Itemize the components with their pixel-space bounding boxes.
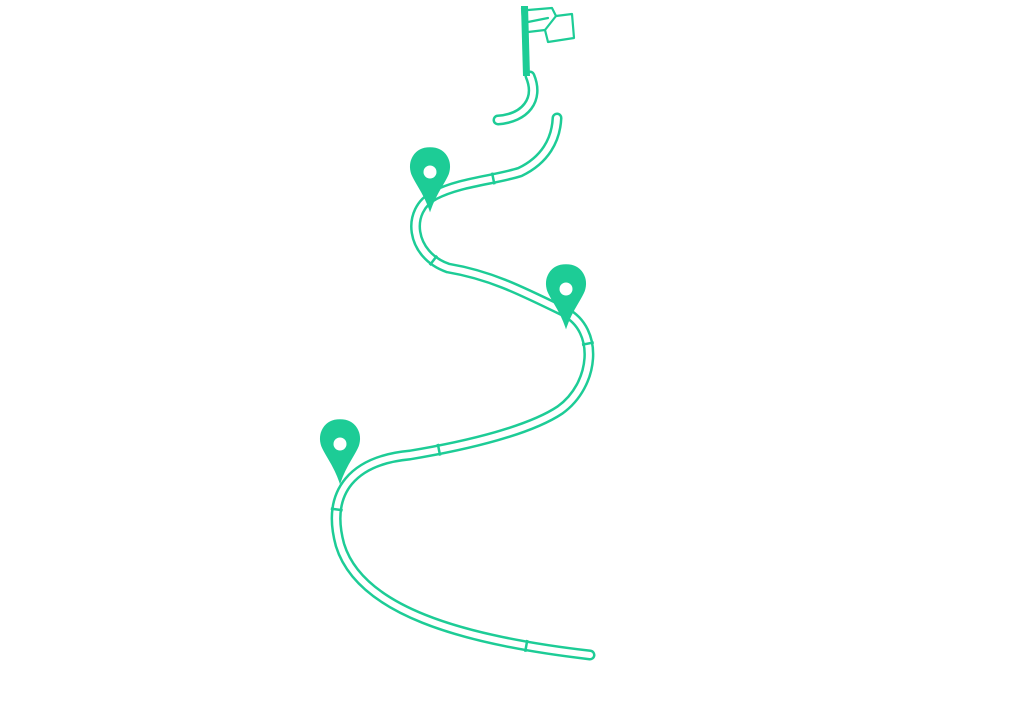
route-tick xyxy=(436,443,442,456)
route-tick xyxy=(581,341,595,346)
route-path xyxy=(330,70,596,661)
route-tick xyxy=(490,172,496,185)
finish-flag-icon xyxy=(520,6,576,76)
waypoint-pins xyxy=(320,147,586,485)
route-tick xyxy=(428,254,439,266)
location-pin-icon xyxy=(546,264,586,330)
location-pin-icon xyxy=(410,147,450,213)
route-tick xyxy=(330,507,343,512)
location-pin-icon xyxy=(320,419,360,485)
route-path-core xyxy=(495,73,537,123)
route-segment-marks xyxy=(330,172,595,653)
route-path-core xyxy=(333,115,593,658)
route-tick xyxy=(523,639,529,653)
